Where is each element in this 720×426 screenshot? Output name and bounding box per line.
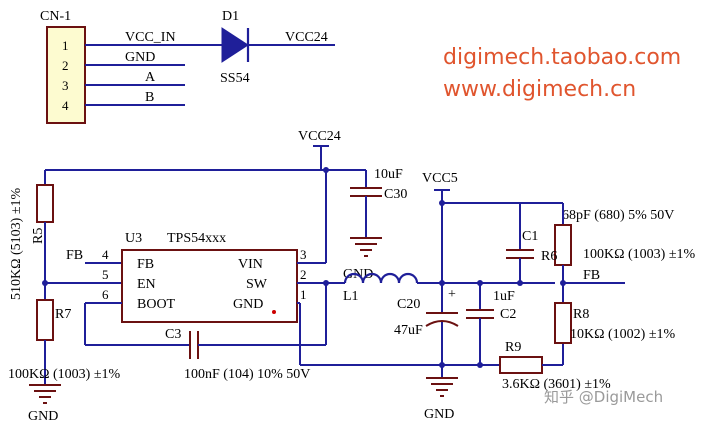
r6-value: 100KΩ (1003) ±1% xyxy=(583,247,696,262)
diode-symbol xyxy=(221,27,249,63)
c30-value: 10uF xyxy=(374,167,403,182)
watermark: 知乎 @DigiMech xyxy=(544,388,663,406)
c20-value: 47uF xyxy=(394,323,423,338)
r5-ref: R5 xyxy=(31,228,46,244)
r9-body xyxy=(499,356,543,374)
c20-plus: + xyxy=(448,287,456,302)
net-label-vcc24-out: VCC24 xyxy=(285,30,328,45)
c30-ref: C30 xyxy=(384,187,407,202)
net-label-gnd-mid: GND xyxy=(424,407,454,422)
ic-ref: U3 xyxy=(125,231,142,246)
gnd-symbol-mid xyxy=(426,377,458,397)
ic-thermal-dot xyxy=(272,310,276,314)
ic-pin-5-num: 5 xyxy=(102,267,109,282)
ic-pin-en: EN xyxy=(137,277,156,292)
shop-link[interactable]: digimech.taobao.com xyxy=(443,45,681,70)
ic-pin-2-num: 2 xyxy=(300,267,307,282)
c20-ref: C20 xyxy=(397,297,420,312)
ic-pin-6-num: 6 xyxy=(102,287,109,302)
c1-ref: C1 xyxy=(522,229,538,244)
connector-pin-4: 4 xyxy=(62,98,69,113)
c3-value: 100nF (104) 10% 50V xyxy=(184,367,310,382)
net-label-fb-right: FB xyxy=(583,268,600,283)
connector-body xyxy=(46,26,86,124)
net-label-vcc-in: VCC_IN xyxy=(125,30,176,45)
ic-pin-sw: SW xyxy=(246,277,268,292)
r8-ref: R8 xyxy=(573,307,589,322)
net-label-vcc5: VCC5 xyxy=(422,171,458,186)
ic-pin-4-num: 4 xyxy=(102,247,109,262)
r8-value: 10KΩ (1002) ±1% xyxy=(570,327,676,342)
c2-value: 1uF xyxy=(493,289,515,304)
r6-body xyxy=(554,224,572,266)
r5-body xyxy=(36,184,54,223)
r7-ref: R7 xyxy=(55,307,71,322)
net-label-fb-left: FB xyxy=(66,248,83,263)
ic-pin-3-num: 3 xyxy=(300,247,307,262)
l1-ref: L1 xyxy=(343,289,359,304)
c1-value: 68pF (680) 5% 50V xyxy=(562,208,674,223)
r7-value: 100KΩ (1003) ±1% xyxy=(8,367,121,382)
l1-coil xyxy=(343,272,419,284)
connector-pin-3: 3 xyxy=(62,78,69,93)
connector-ref: CN-1 xyxy=(40,9,71,24)
net-label-gnd: GND xyxy=(125,50,155,65)
r6-ref: R6 xyxy=(541,249,557,264)
ic-pin-vin: VIN xyxy=(238,257,263,272)
net-label-b: B xyxy=(145,90,154,105)
net-label-gnd-left: GND xyxy=(28,409,58,424)
gnd-symbol-left xyxy=(29,384,61,404)
ic-pin-1-num: 1 xyxy=(300,287,307,302)
net-label-a: A xyxy=(145,70,156,85)
c3-ref: C3 xyxy=(165,327,181,342)
connector-pin-2: 2 xyxy=(62,58,69,73)
r5-value: 510KΩ (5103) ±1% xyxy=(9,187,24,300)
connector-pin-1: 1 xyxy=(62,38,69,53)
junction-dots xyxy=(42,167,566,368)
gnd-symbol-c30 xyxy=(350,237,382,257)
ic-pin-boot: BOOT xyxy=(137,297,176,312)
c2-ref: C2 xyxy=(500,307,516,322)
ic-body xyxy=(121,249,298,323)
net-label-vcc24-top: VCC24 xyxy=(298,129,341,144)
ic-pin-gnd: GND xyxy=(233,297,263,312)
r8-body xyxy=(554,302,572,344)
diode-ref: D1 xyxy=(222,9,239,24)
diode-value: SS54 xyxy=(220,71,250,86)
ic-part: TPS54xxx xyxy=(167,231,226,246)
r9-value: 3.6KΩ (3601) ±1% xyxy=(502,377,611,392)
ic-pin-fb: FB xyxy=(137,257,154,272)
site-link[interactable]: www.digimech.cn xyxy=(443,77,636,102)
r7-body xyxy=(36,299,54,341)
r9-ref: R9 xyxy=(505,340,521,355)
c20-plate-curved xyxy=(425,320,459,327)
